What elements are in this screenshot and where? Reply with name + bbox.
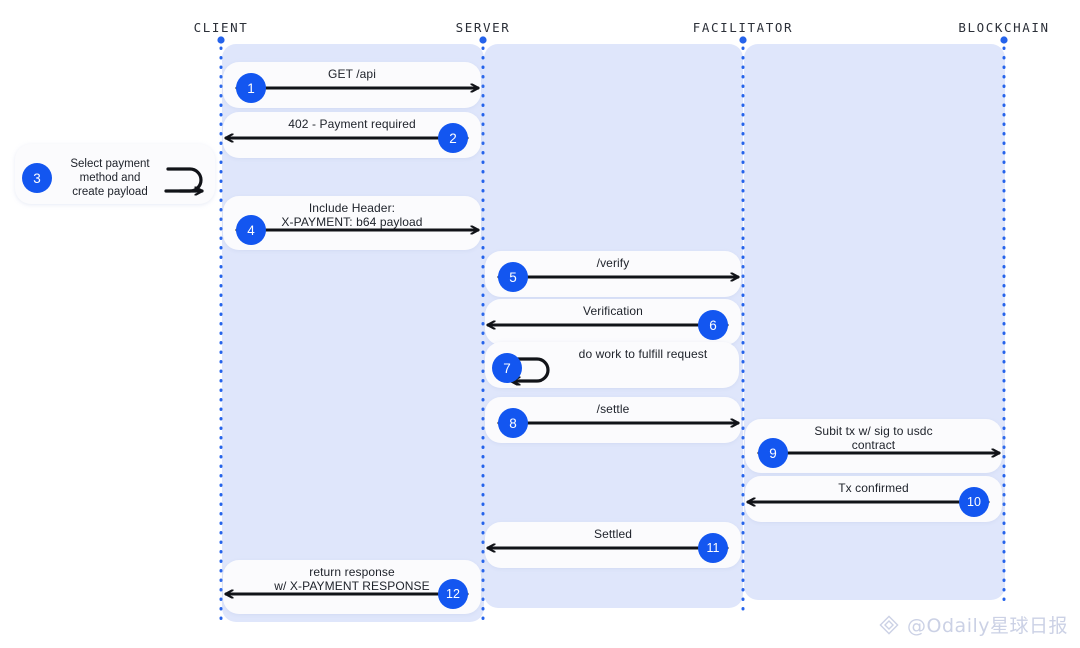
message-2-badge[interactable]: 2 xyxy=(438,123,468,153)
message-9-badge[interactable]: 9 xyxy=(758,438,788,468)
lane-title-server: SERVER xyxy=(455,20,511,35)
message-3-badge[interactable]: 3 xyxy=(22,163,52,193)
message-4-pill xyxy=(223,196,481,250)
message-1-pill xyxy=(223,62,481,108)
message-arrows xyxy=(164,88,1001,594)
message-3-label: Select payment method and create payload xyxy=(70,158,150,198)
message-11-label: Settled xyxy=(593,527,633,541)
message-1-badge[interactable]: 1 xyxy=(236,73,266,103)
message-3-pill xyxy=(15,144,215,204)
message-7-badge[interactable]: 7 xyxy=(492,353,522,383)
message-6-pill xyxy=(485,299,741,345)
message-12-badge[interactable]: 12 xyxy=(438,579,468,609)
message-6-label: Verification xyxy=(583,304,643,318)
lane-title-blockchain: BLOCKCHAIN xyxy=(958,20,1050,35)
message-pills xyxy=(15,62,1002,614)
lane-title-client: CLIENT xyxy=(193,20,249,35)
message-12-pill xyxy=(223,560,481,614)
message-6-badge[interactable]: 6 xyxy=(698,310,728,340)
message-10-badge[interactable]: 10 xyxy=(959,487,989,517)
lane-title-facilitator: FACILITATOR xyxy=(692,20,794,35)
message-11-pill xyxy=(485,522,741,568)
message-8-label: /settle xyxy=(596,402,630,416)
message-7-pill xyxy=(485,342,739,388)
message-12-label: return response w/ X-PAYMENT RESPONSE xyxy=(274,565,430,593)
message-10-label: Tx confirmed xyxy=(838,481,909,495)
message-7-label: do work to fulfill request xyxy=(578,347,708,361)
lifeline-dot-server xyxy=(479,36,487,44)
diamond-logo-icon xyxy=(879,614,899,635)
lifeline-dot-facilitator xyxy=(739,36,747,44)
message-5-label: /verify xyxy=(596,256,630,270)
message-4-label: Include Header: X-PAYMENT: b64 payload xyxy=(281,201,423,229)
message-2-pill xyxy=(223,112,481,158)
watermark-text: @Odaily星球日报 xyxy=(907,615,1068,637)
lifelines xyxy=(217,36,1008,624)
lifeline-dot-blockchain xyxy=(1000,36,1008,44)
message-2-label: 402 - Payment required xyxy=(288,117,416,131)
message-11-badge[interactable]: 11 xyxy=(698,533,728,563)
lifeline-dot-client xyxy=(217,36,225,44)
message-4-badge[interactable]: 4 xyxy=(236,215,266,245)
message-8-badge[interactable]: 8 xyxy=(498,408,528,438)
message-5-pill xyxy=(485,251,741,297)
message-9-label: Subit tx w/ sig to usdc contract xyxy=(814,424,933,452)
message-5-badge[interactable]: 5 xyxy=(498,262,528,292)
message-1-label: GET /api xyxy=(328,67,376,81)
message-9-pill xyxy=(745,419,1002,473)
watermark: @Odaily星球日报 xyxy=(878,611,1068,638)
client-server-band xyxy=(222,44,484,622)
message-8-pill xyxy=(485,397,741,443)
message-7-self-loop xyxy=(511,357,550,381)
message-10-pill xyxy=(745,476,1002,522)
